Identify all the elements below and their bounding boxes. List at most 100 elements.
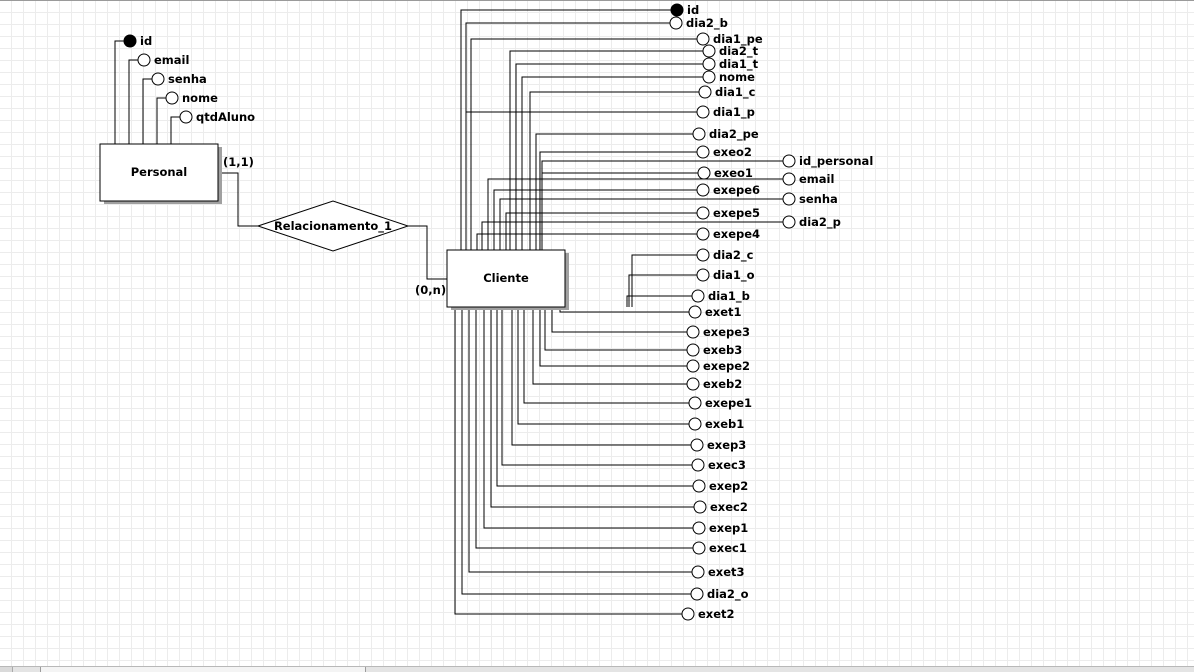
cliente-attribute[interactable]: dia1_b — [691, 289, 750, 304]
cliente-attribute[interactable]: senha — [782, 192, 838, 206]
cliente-attribute[interactable]: exeb1 — [688, 417, 744, 431]
attribute-label: dia2_o — [707, 587, 749, 602]
cliente-entity[interactable] — [446, 249, 566, 308]
cliente-attribute[interactable]: dia2_p — [782, 215, 841, 230]
attribute-label: email — [154, 53, 189, 67]
attribute-label: dia2_b — [686, 16, 728, 31]
attribute-label: exec1 — [709, 541, 747, 555]
attribute-label: exep3 — [707, 438, 746, 452]
relationship-diamond[interactable] — [256, 200, 410, 252]
attribute-label: exepe6 — [713, 183, 760, 197]
attribute-label: id — [140, 34, 152, 48]
attribute-label: exeb3 — [703, 343, 742, 357]
horizontal-scrollbar-thumb[interactable] — [40, 667, 366, 672]
cliente-attribute[interactable]: exec3 — [691, 458, 746, 472]
connector-personal-attribute — [156, 97, 166, 144]
cliente-attribute[interactable]: exepe5 — [696, 206, 760, 220]
personal-entity[interactable] — [99, 143, 219, 202]
cliente-attribute[interactable]: exepe3 — [686, 325, 750, 339]
attribute-label: exet1 — [705, 305, 742, 319]
connector-cliente-attribute — [470, 38, 697, 250]
cliente-attribute[interactable]: dia1_p — [696, 105, 755, 120]
attribute-label: id — [687, 3, 699, 17]
scroll-left-arrow[interactable] — [0, 667, 13, 672]
cliente-attribute[interactable]: exec2 — [693, 500, 748, 514]
attribute-label: exepe2 — [703, 359, 750, 373]
cliente-attribute[interactable]: dia1_t — [702, 57, 759, 72]
connector-cliente-attribute — [493, 189, 697, 250]
attribute-label: exeo1 — [714, 166, 753, 180]
cliente-attribute[interactable]: email — [782, 172, 834, 186]
attribute-label: dia2_t — [719, 44, 759, 59]
cliente-attribute[interactable]: exepe4 — [696, 227, 760, 241]
attribute-label: dia1_p — [713, 105, 755, 120]
cliente-attribute[interactable]: dia1_c — [698, 85, 756, 100]
personal-attribute[interactable]: email — [137, 53, 189, 67]
cliente-attribute[interactable]: exeb2 — [686, 377, 742, 391]
attribute-marker — [696, 248, 710, 262]
attribute-label: dia1_o — [713, 268, 755, 283]
cliente-attribute[interactable]: exep2 — [692, 479, 748, 493]
connector-cliente-attribute — [461, 307, 691, 595]
attribute-label: qtdAluno — [196, 110, 255, 124]
cliente-attribute[interactable]: exec1 — [692, 541, 747, 555]
cliente-attribute[interactable]: id — [670, 3, 699, 17]
cliente-attribute[interactable]: exepe2 — [686, 359, 750, 373]
connector-cliente-attribute — [465, 22, 670, 250]
attribute-marker — [698, 85, 712, 99]
cliente-attribute[interactable]: nome — [702, 70, 755, 84]
connector-cliente-attribute — [490, 307, 694, 508]
attribute-marker — [151, 72, 165, 86]
attribute-marker — [693, 500, 707, 514]
cliente-attribute[interactable]: dia2_pe — [692, 127, 759, 142]
attribute-label: exeb2 — [703, 377, 742, 391]
connector-cliente-attribute — [454, 307, 682, 615]
attribute-label: senha — [168, 72, 207, 86]
attribute-label: exeb1 — [705, 417, 744, 431]
personal-attribute[interactable]: senha — [151, 72, 207, 86]
cliente-attribute[interactable]: exep1 — [692, 521, 748, 535]
connector-cliente-attribute — [559, 307, 689, 313]
attribute-label: exet2 — [698, 607, 735, 621]
attribute-marker — [686, 377, 700, 391]
cliente-attribute[interactable]: exeo1 — [697, 166, 753, 180]
attribute-marker — [692, 541, 706, 555]
attribute-label: exep2 — [709, 479, 748, 493]
attribute-marker — [690, 587, 704, 601]
connector-cliente-attribute — [532, 307, 687, 385]
link-personal-relationship — [218, 172, 258, 227]
attribute-label: dia1_t — [719, 57, 759, 72]
cliente-attribute[interactable]: dia1_pe — [696, 32, 763, 47]
cliente-attribute[interactable]: dia1_o — [696, 268, 755, 283]
connector-cliente-attribute — [628, 274, 697, 307]
attribute-marker — [782, 192, 796, 206]
cliente-attribute[interactable]: exep3 — [690, 438, 746, 452]
cliente-attribute[interactable]: dia2_t — [702, 44, 759, 59]
attribute-marker — [137, 53, 151, 67]
horizontal-scrollbar[interactable] — [0, 666, 1194, 672]
cliente-attribute[interactable]: id_personal — [782, 154, 873, 169]
cliente-attribute[interactable]: dia2_b — [669, 16, 728, 31]
cliente-attribute[interactable]: dia2_o — [690, 587, 749, 602]
cliente-attribute[interactable]: exet1 — [688, 305, 742, 319]
attribute-marker — [691, 289, 705, 303]
cliente-attribute[interactable]: exet3 — [691, 565, 745, 579]
attribute-marker — [165, 91, 179, 105]
cliente-attribute[interactable]: dia2_c — [696, 248, 754, 263]
connector-cliente-attribute — [529, 91, 699, 250]
personal-attribute[interactable]: nome — [165, 91, 218, 105]
personal-attribute[interactable]: qtdAluno — [179, 110, 255, 124]
attribute-marker — [691, 565, 705, 579]
connector-cliente-attribute — [499, 198, 783, 250]
attribute-label: exec3 — [708, 458, 746, 472]
personal-attribute[interactable]: id — [123, 34, 152, 48]
connector-cliente-attribute — [523, 307, 689, 404]
cliente-attribute[interactable]: exeb3 — [686, 343, 742, 357]
cliente-attribute[interactable]: exepe6 — [696, 183, 760, 197]
attribute-marker — [702, 44, 716, 58]
cliente-attribute[interactable]: exepe1 — [688, 396, 752, 410]
cliente-attribute[interactable]: exet2 — [681, 607, 735, 621]
connector-cliente-attribute — [511, 307, 691, 446]
cliente-attribute[interactable]: exeo2 — [696, 145, 752, 159]
